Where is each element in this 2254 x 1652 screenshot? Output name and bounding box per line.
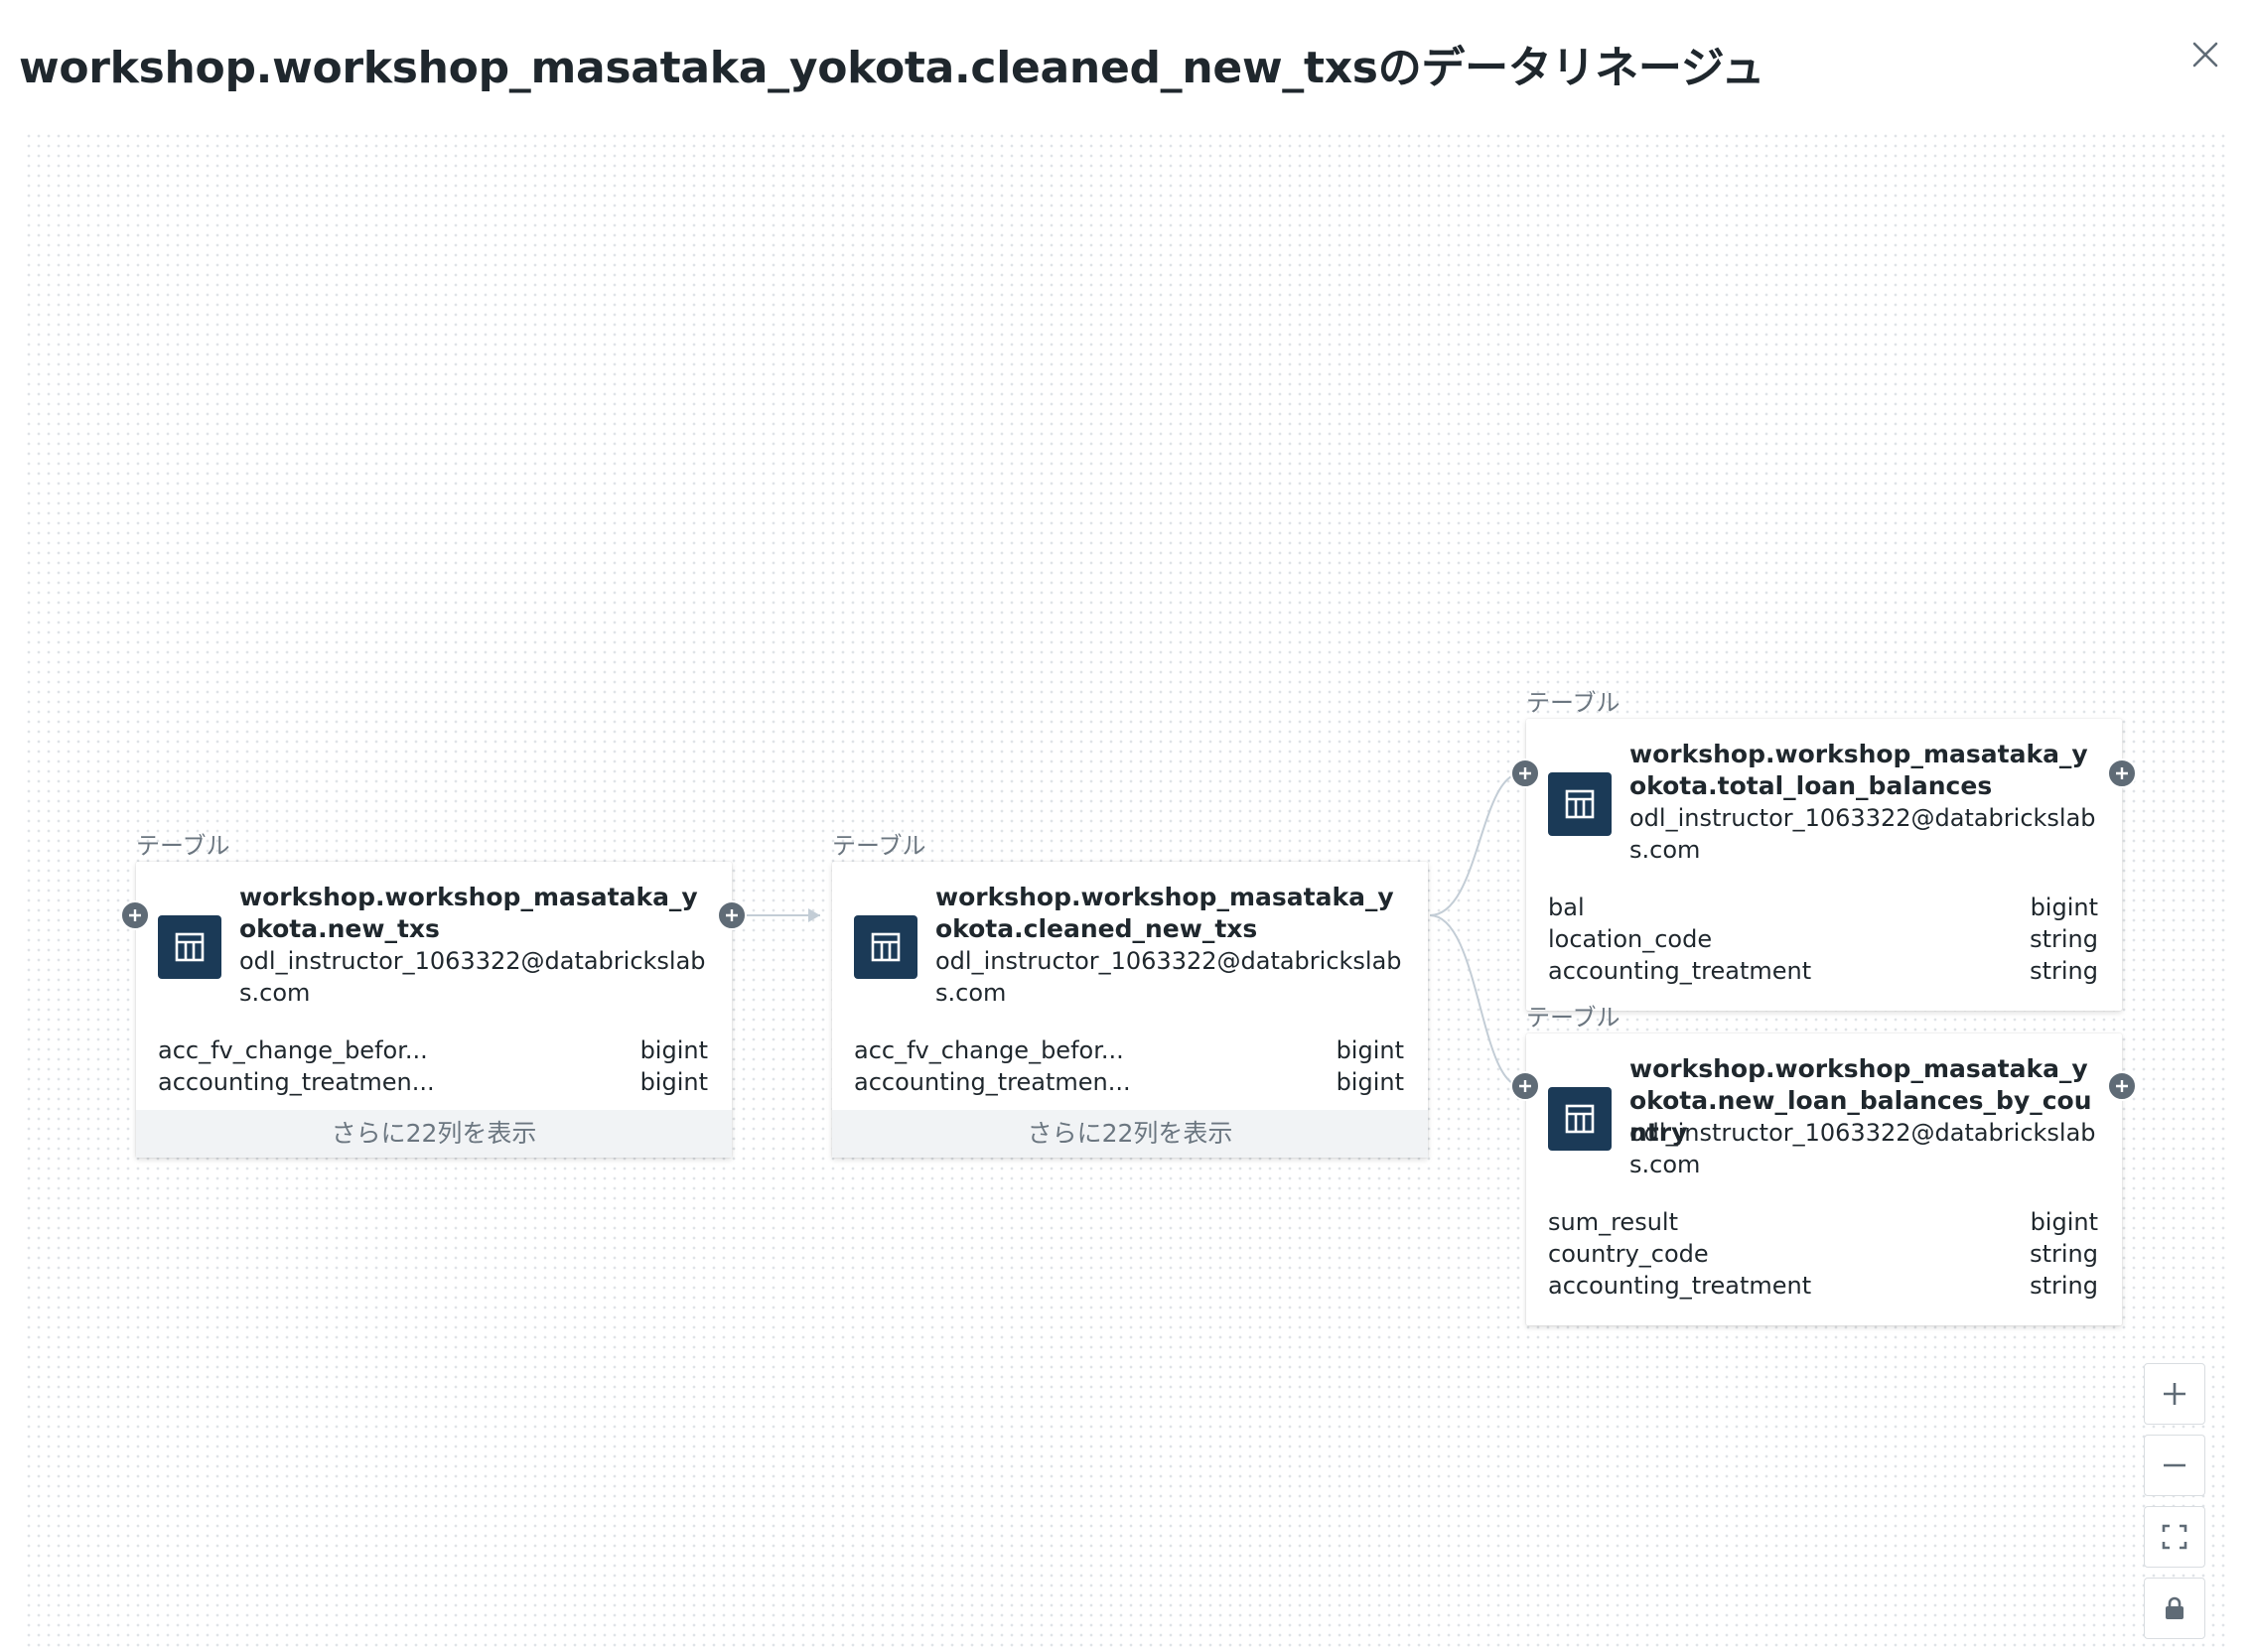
lock-icon — [2166, 1596, 2184, 1619]
column-name: acc_fv_change_befor... — [158, 1036, 428, 1064]
plus-icon — [1519, 1080, 1531, 1092]
column-type: bigint — [1336, 1068, 1404, 1096]
expand-downstream-button[interactable] — [717, 900, 747, 930]
plus-icon — [129, 909, 141, 921]
lock-button[interactable] — [2144, 1578, 2205, 1639]
column-type: bigint — [2030, 894, 2098, 921]
node-table-name[interactable]: workshop.workshop_masataka_yokota.new_tx… — [239, 883, 698, 943]
column-list: acc_fv_change_befor...bigint accounting_… — [854, 1034, 1404, 1098]
page-title: workshop.workshop_masataka_yokota.cleane… — [19, 43, 1765, 93]
node-type-label: テーブル — [1526, 1004, 1620, 1032]
column-name: accounting_treatment — [1548, 957, 1812, 985]
show-more-columns-button[interactable]: さらに22列を表示 — [136, 1110, 732, 1158]
column-row[interactable]: acc_fv_change_befor... bigint — [854, 1034, 1404, 1066]
node-owner: odl_instructor_1063322@databrickslabs.co… — [1629, 804, 2096, 864]
node-table-name[interactable]: workshop.workshop_masataka_yokota.new_lo… — [1629, 1054, 2092, 1147]
node-type-label: テーブル — [832, 832, 926, 860]
table-icon — [1548, 772, 1612, 836]
expand-upstream-button[interactable] — [120, 900, 150, 930]
column-type: bigint — [639, 1068, 708, 1096]
column-name: accounting_treatment — [1548, 1272, 1812, 1300]
zoom-in-button[interactable] — [2144, 1363, 2205, 1425]
column-row[interactable]: accounting_treatment string — [1548, 1270, 2098, 1302]
column-row[interactable]: sum_result bigint — [1548, 1206, 2098, 1238]
column-name: country_code — [1548, 1240, 1709, 1268]
expand-upstream-button[interactable] — [1510, 758, 1540, 788]
show-more-columns-button[interactable]: さらに22列を表示 — [832, 1110, 1428, 1158]
column-row[interactable]: accounting_treatment string — [1548, 955, 2098, 987]
plus-icon — [726, 909, 738, 921]
fit-view-button[interactable] — [2144, 1506, 2205, 1568]
column-row[interactable]: accounting_treatmen... bigint — [854, 1066, 1404, 1098]
column-type: bigint — [2030, 1208, 2098, 1236]
column-row[interactable]: bal bigint — [1548, 892, 2098, 923]
column-type: string — [2030, 957, 2098, 985]
column-name: bal — [1548, 894, 1585, 921]
zoom-in-icon — [2164, 1383, 2185, 1405]
column-name: accounting_treatmen... — [854, 1068, 1131, 1096]
node-card[interactable]: workshop.workshop_masataka_yokota.new_lo… — [1526, 1033, 2122, 1325]
node-type-label: テーブル — [136, 832, 230, 860]
column-row[interactable]: country_code string — [1548, 1238, 2098, 1270]
plus-icon — [2116, 767, 2128, 779]
zoom-out-icon — [2164, 1463, 2185, 1467]
column-list: acc_fv_change_befor...bigint accounting_… — [158, 1034, 708, 1098]
close-button[interactable] — [2181, 30, 2230, 79]
fit-view-icon — [2162, 1524, 2187, 1550]
expand-downstream-button[interactable] — [2107, 758, 2137, 788]
column-row[interactable]: accounting_treatmen... bigint — [158, 1066, 708, 1098]
column-name: accounting_treatmen... — [158, 1068, 435, 1096]
column-type: string — [2030, 925, 2098, 953]
node-card[interactable]: workshop.workshop_masataka_yokota.total_… — [1526, 719, 2122, 1011]
plus-icon — [2116, 1080, 2128, 1092]
table-icon — [854, 915, 917, 979]
expand-downstream-button[interactable] — [2107, 1071, 2137, 1101]
node-type-label: テーブル — [1526, 689, 1620, 717]
column-type: string — [2030, 1240, 2098, 1268]
column-name: sum_result — [1548, 1208, 1678, 1236]
node-card[interactable]: workshop.workshop_masataka_yokota.cleane… — [832, 862, 1428, 1158]
table-icon — [158, 915, 221, 979]
column-name: location_code — [1548, 925, 1713, 953]
node-owner: odl_instructor_1063322@databrickslabs.co… — [1629, 1119, 2096, 1178]
column-type: string — [2030, 1272, 2098, 1300]
node-table-name[interactable]: workshop.workshop_masataka_yokota.cleane… — [935, 883, 1394, 943]
node-owner: odl_instructor_1063322@databrickslabs.co… — [239, 947, 706, 1007]
close-icon — [2192, 42, 2218, 68]
table-icon — [1548, 1087, 1612, 1151]
column-name: acc_fv_change_befor... — [854, 1036, 1124, 1064]
node-card[interactable]: workshop.workshop_masataka_yokota.new_tx… — [136, 862, 732, 1158]
column-row[interactable]: acc_fv_change_befor... bigint — [158, 1034, 708, 1066]
zoom-out-button[interactable] — [2144, 1435, 2205, 1496]
node-table-name[interactable]: workshop.workshop_masataka_yokota.total_… — [1629, 740, 2088, 800]
expand-upstream-button[interactable] — [1510, 1071, 1540, 1101]
column-type: bigint — [639, 1036, 708, 1064]
plus-icon — [1519, 767, 1531, 779]
column-row[interactable]: location_code string — [1548, 923, 2098, 955]
column-type: bigint — [1336, 1036, 1404, 1064]
node-owner: odl_instructor_1063322@databrickslabs.co… — [935, 947, 1402, 1007]
